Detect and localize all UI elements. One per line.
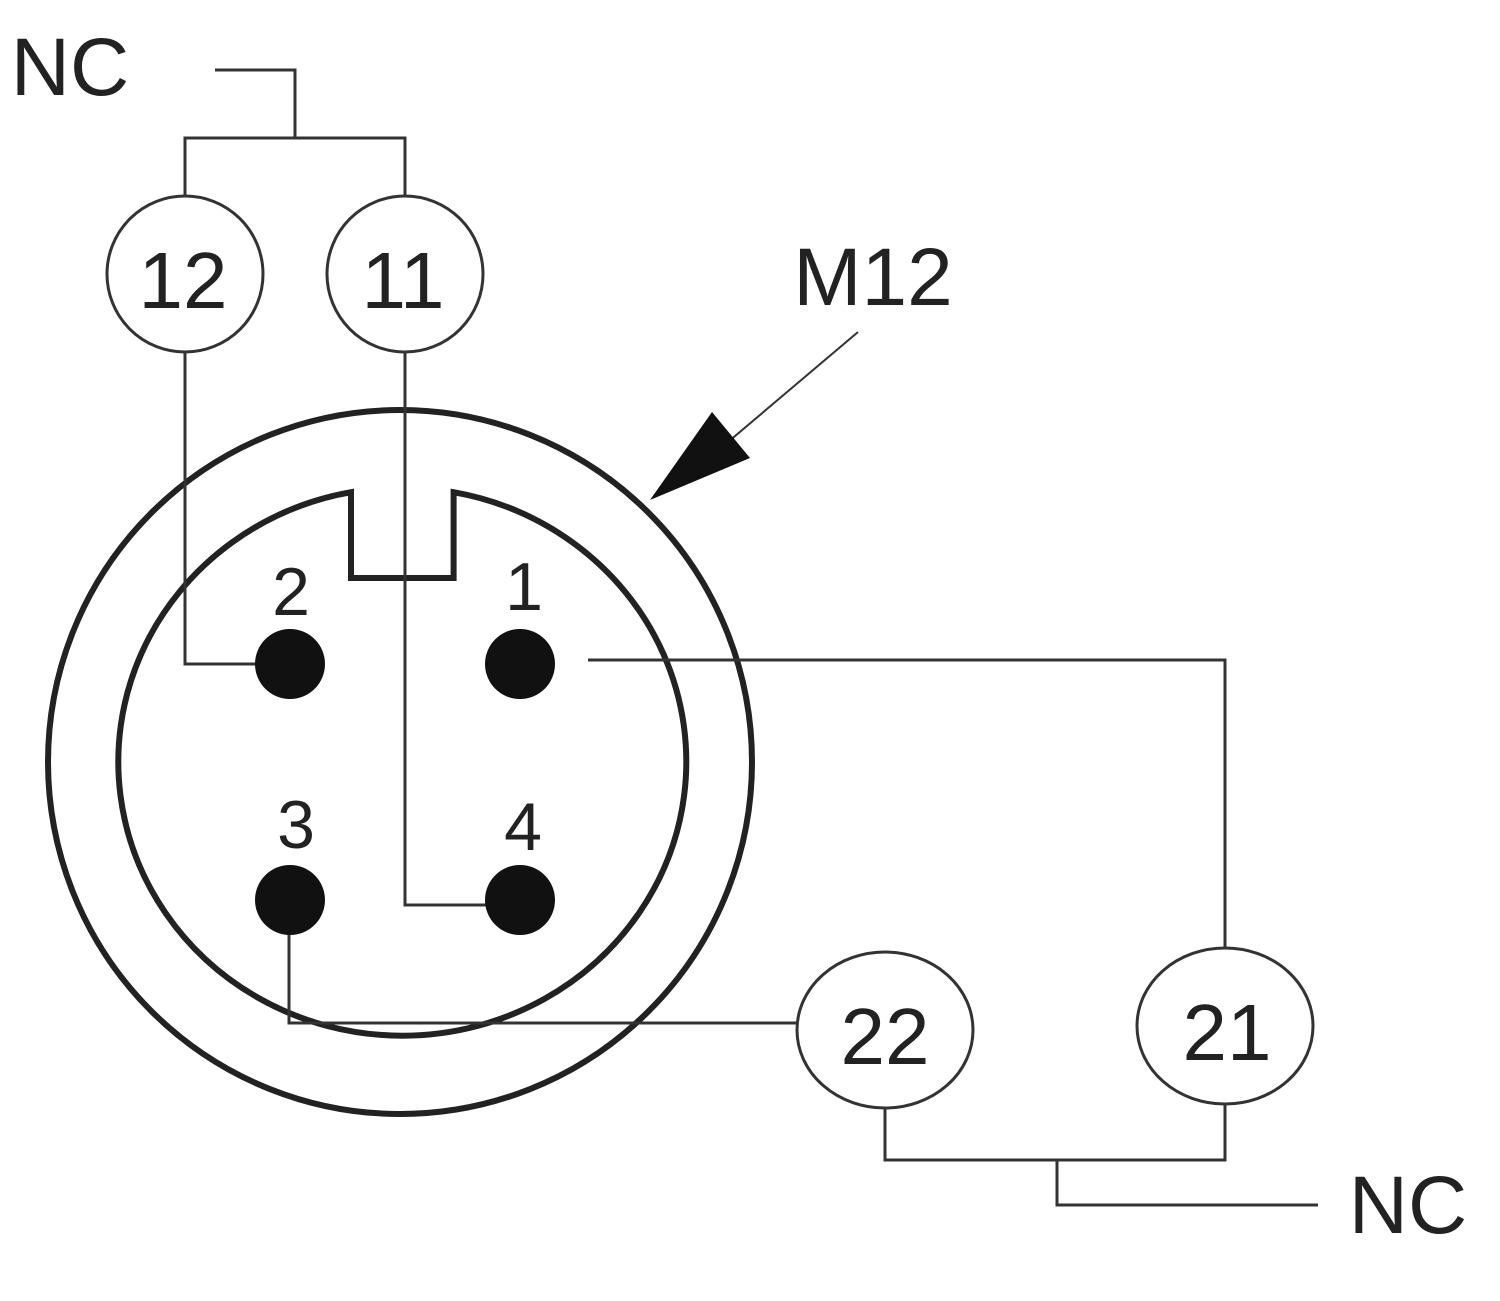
m12-arrowhead [650,412,750,500]
wires [183,352,1227,1025]
wire-12-to-pin-2 [183,352,288,666]
pin-1 [485,629,555,699]
connector-outer-ring [45,407,755,1117]
m12-label: M12 [793,232,953,323]
wire-pin-3-to-22 [287,900,798,1025]
pin-3 [255,865,325,935]
pins: 2 1 3 4 [255,549,555,935]
terminal-12 [105,194,265,354]
pin-4 [485,865,555,935]
terminal-label-12: 12 [139,236,228,325]
pin-label-3: 3 [277,787,315,863]
pin-label-2: 2 [272,554,310,630]
terminal-label-21: 21 [1183,988,1272,1077]
pin-label-4: 4 [504,789,542,865]
nc-label-top: NC [11,22,129,113]
connector-inner-ring-with-key [115,488,690,1039]
terminal-11 [325,194,485,354]
pin-label-1: 1 [505,549,543,625]
terminal-22 [795,950,975,1110]
bottom-nc-bracket [883,1105,1318,1207]
wire-11-to-pin-4 [403,352,520,907]
m12-leader-line [727,331,859,443]
terminals: 12 11 22 21 [105,194,1315,1110]
terminal-21 [1135,946,1315,1106]
top-nc-bracket [183,68,407,195]
terminal-label-11: 11 [361,236,444,325]
terminal-label-22: 22 [841,992,930,1081]
m12-pointer: M12 [650,232,953,500]
pin-2 [255,629,325,699]
wire-pin-1-to-21 [588,658,1227,948]
m12-connector [45,407,755,1117]
nc-label-bottom: NC [1349,1160,1467,1251]
